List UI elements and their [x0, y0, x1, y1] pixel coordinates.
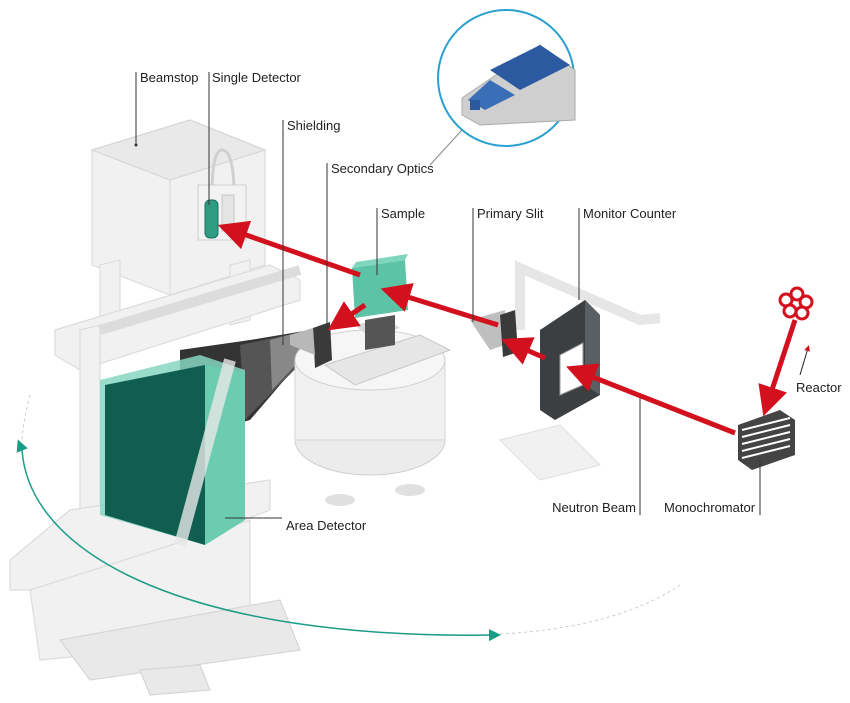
leader-lines — [134, 72, 761, 519]
label-single-detector: Single Detector — [212, 70, 302, 85]
label-secondary-optics: Secondary Optics — [331, 161, 434, 176]
label-sample: Sample — [381, 206, 425, 221]
floor-plate — [499, 424, 601, 481]
sample-table — [294, 315, 452, 506]
neutron-beam-path — [217, 220, 798, 436]
monitor-counter — [540, 300, 600, 420]
label-monitor-counter: Monitor Counter — [583, 206, 677, 221]
label-area-detector: Area Detector — [286, 518, 367, 533]
reactor-icon — [778, 286, 814, 321]
label-beamstop: Beamstop — [140, 70, 199, 85]
label-primary-slit: Primary Slit — [477, 206, 544, 221]
reactor-arrow — [799, 345, 811, 376]
label-neutron-beam: Neutron Beam — [552, 500, 636, 515]
label-shielding: Shielding — [287, 118, 341, 133]
area-detector — [100, 355, 245, 547]
monochromator — [738, 410, 795, 470]
secondary-optics-inset — [429, 9, 576, 166]
label-monochromator: Monochromator — [664, 500, 756, 515]
rotation-arc — [16, 394, 681, 642]
secondary-optics — [290, 322, 332, 368]
label-reactor: Reactor — [796, 380, 842, 395]
